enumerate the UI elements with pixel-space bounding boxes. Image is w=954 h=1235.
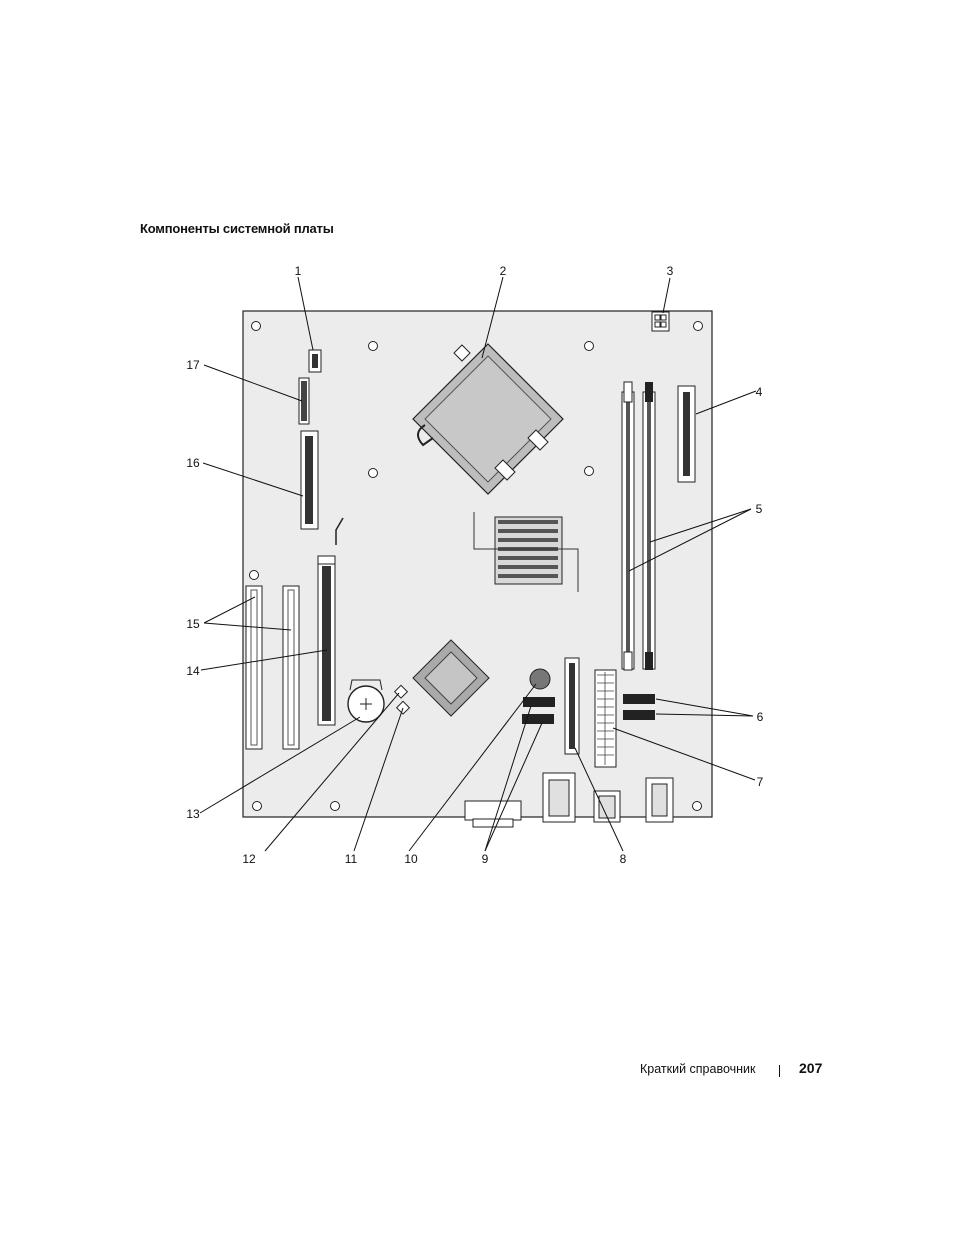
callout-3: 3 [667, 264, 674, 278]
fan-connector [308, 349, 322, 373]
rear-io-ports [464, 772, 674, 828]
callout-8: 8 [620, 852, 627, 866]
page-number: 207 [799, 1060, 823, 1076]
callout-6: 6 [757, 710, 764, 724]
processor-socket [412, 343, 564, 495]
front-panel-connector [298, 377, 310, 425]
callout-1: 1 [295, 264, 302, 278]
callout-12: 12 [242, 852, 256, 866]
mounting-holes [249, 321, 703, 811]
ide-connector [564, 657, 580, 755]
chipset [412, 639, 490, 717]
pcie-x16-slot [317, 517, 344, 726]
ide-connector-2 [300, 430, 319, 530]
section-title: Компоненты системной платы [140, 221, 334, 236]
callout-7: 7 [757, 775, 764, 789]
callout-11: 11 [345, 852, 358, 866]
power-connector-12v [651, 311, 670, 332]
callout-9: 9 [482, 852, 489, 866]
callout-13: 13 [186, 807, 200, 821]
callout-17: 17 [186, 358, 200, 372]
sata-connectors-9 [522, 697, 555, 724]
speaker [529, 668, 551, 690]
leader-lines [199, 276, 757, 852]
callout-15: 15 [186, 617, 200, 631]
footer-separator [779, 1065, 780, 1077]
callout-10: 10 [404, 852, 418, 866]
floppy-connector [677, 385, 696, 483]
callout-16: 16 [186, 456, 200, 470]
callout-4: 4 [756, 385, 763, 399]
callout-5: 5 [756, 502, 763, 516]
battery [347, 679, 385, 723]
heatsink [473, 512, 579, 592]
memory-slots [621, 381, 656, 671]
main-power-connector [594, 669, 617, 768]
callout-14: 14 [186, 664, 200, 678]
footer-book-title: Краткий справочник [640, 1062, 756, 1076]
jumpers [393, 684, 411, 715]
pci-slots [245, 585, 300, 750]
callout-2: 2 [500, 264, 507, 278]
sata-connectors-6 [623, 694, 655, 720]
